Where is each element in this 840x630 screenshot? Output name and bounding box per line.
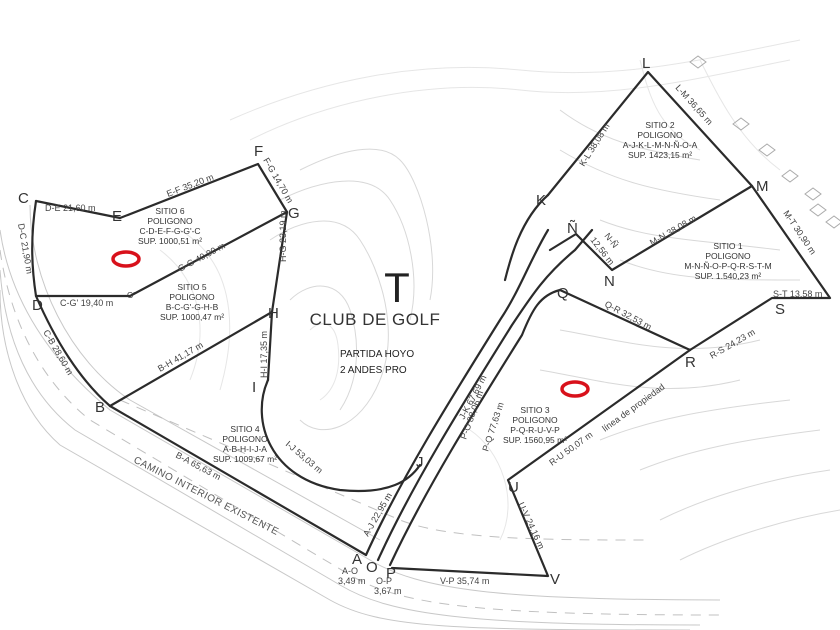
dim-o-p-label: O-P <box>376 576 392 586</box>
svg-text:SUP. 1000,51 m²: SUP. 1000,51 m² <box>138 236 202 246</box>
svg-text:SITIO 4: SITIO 4 <box>230 424 260 434</box>
vertex-r: R <box>685 354 696 371</box>
svg-text:SUP. 1.540,23 m²: SUP. 1.540,23 m² <box>695 271 762 281</box>
vertex-m: M <box>756 178 769 195</box>
svg-text:SITIO 5: SITIO 5 <box>177 282 207 292</box>
dim-o-p-value: 3,67 m <box>374 586 402 596</box>
site-6-label: SITIO 6 POLIGONO C-D-E-F-G-G'-C SUP. 100… <box>138 206 202 246</box>
location-marker-site-3 <box>560 380 590 398</box>
dim-s-t: S-T 13,58 m <box>773 289 822 299</box>
dim-m-t: M-T 30,90 m <box>781 209 818 257</box>
vertex-v: V <box>550 571 560 588</box>
vertex-l: L <box>642 55 650 72</box>
dim-a-o-value: 3,49 m <box>338 576 366 586</box>
svg-text:SITIO 2: SITIO 2 <box>645 120 675 130</box>
site-1-label: SITIO 1 POLIGONO M-N-Ñ-O-P-Q-R-S-T-M SUP… <box>684 241 771 281</box>
svg-text:SITIO 3: SITIO 3 <box>520 405 550 415</box>
dim-k-l: K-L 38,08 m <box>577 121 611 168</box>
svg-text:POLIGONO: POLIGONO <box>637 130 683 140</box>
dim-v-p: V-P 35,74 m <box>440 576 489 586</box>
vertex-i: I <box>252 379 256 396</box>
vertex-k: K <box>536 192 546 209</box>
site-2-label: SITIO 2 POLIGONO A-J-K-L-M-N-Ñ-O-A SUP. … <box>623 120 698 160</box>
vertex-q: Q <box>557 285 569 302</box>
lot-boundaries <box>31 70 832 578</box>
svg-text:C-D-E-F-G-G'-C: C-D-E-F-G-G'-C <box>139 226 200 236</box>
tee-symbol: T <box>384 264 410 311</box>
svg-text:POLIGONO: POLIGONO <box>512 415 558 425</box>
svg-text:B-C-G'-G-H-B: B-C-G'-G-H-B <box>166 302 219 312</box>
dim-c-b: C-B 28,60 m <box>41 328 75 377</box>
site-5-label: SITIO 5 POLIGONO B-C-G'-G-H-B SUP. 1000,… <box>160 282 224 322</box>
vertex-labels: C E F G G' D H I B J A O P K L M Ñ N Q R… <box>18 55 785 588</box>
svg-text:A-J-K-L-M-N-Ñ-O-A: A-J-K-L-M-N-Ñ-O-A <box>623 140 698 150</box>
svg-text:POLIGONO: POLIGONO <box>222 434 268 444</box>
vertex-n-tilde: Ñ <box>567 220 578 237</box>
elevation-markers <box>689 55 840 229</box>
vertex-a: A <box>352 551 362 568</box>
vertex-g-prime: G' <box>127 291 135 300</box>
dim-e-f: E-F 35,20 m <box>165 172 215 199</box>
dim-c-g: C-G' 19,40 m <box>60 298 113 308</box>
vertex-s: S <box>775 301 785 318</box>
dim-h-i: H-I 17,35 m <box>259 331 269 378</box>
vertex-e: E <box>112 208 122 225</box>
site-3-label: SITIO 3 POLIGONO P-Q-R-U-V-P SUP. 1560,9… <box>503 405 567 445</box>
dim-l-m: L-M 36,65 m <box>674 83 715 127</box>
site-4-label: SITIO 4 POLIGONO A-B-H-I-J-A SUP. 1009,6… <box>213 424 277 464</box>
svg-text:P-Q-R-U-V-P: P-Q-R-U-V-P <box>510 425 560 435</box>
svg-text:POLIGONO: POLIGONO <box>705 251 751 261</box>
svg-text:SITIO 1: SITIO 1 <box>713 241 743 251</box>
topographic-contours <box>159 39 840 561</box>
vertex-u: U <box>508 479 519 496</box>
note-line-1: PARTIDA HOYO <box>340 349 414 360</box>
vertex-n: N <box>604 273 615 290</box>
dim-q-r: Q-R 32,53 m <box>603 299 653 332</box>
dim-h-g: H-G 23,19 m <box>278 210 288 262</box>
dim-m-n: M-N 38,08 m <box>648 213 698 248</box>
svg-text:SUP. 1423,15 m²: SUP. 1423,15 m² <box>628 150 692 160</box>
svg-text:SITIO 6: SITIO 6 <box>155 206 185 216</box>
dim-a-o-label: A-O <box>342 566 358 576</box>
club-title: CLUB DE GOLF <box>310 310 441 329</box>
svg-text:SUP. 1560,95 m²: SUP. 1560,95 m² <box>503 435 567 445</box>
svg-text:POLIGONO: POLIGONO <box>147 216 193 226</box>
svg-text:A-B-H-I-J-A: A-B-H-I-J-A <box>223 444 267 454</box>
vertex-h: H <box>268 305 279 322</box>
access-path <box>364 228 594 567</box>
dim-p-q: P-Q 77,63 m <box>480 401 505 453</box>
vertex-b: B <box>95 399 105 416</box>
dim-u-v: U-V 24,16 m <box>516 501 546 551</box>
vertex-c: D <box>32 297 43 314</box>
vertex-d: C <box>18 190 29 207</box>
vertex-f: F <box>254 143 263 160</box>
svg-text:SUP. 1000,47 m²: SUP. 1000,47 m² <box>160 312 224 322</box>
dim-r-s: R-S 24,23 m <box>708 327 757 361</box>
vertex-p: P <box>386 565 396 582</box>
vertex-j: J <box>416 454 424 471</box>
svg-text:SUP. 1009,67 m²: SUP. 1009,67 m² <box>213 454 277 464</box>
dim-d-e: D-E 21,60 m <box>45 203 96 213</box>
dimension-labels: D-E 21,60 m E-F 35,20 m F-G 14,70 m D-C … <box>16 83 822 596</box>
location-marker-site-6 <box>111 250 141 268</box>
note-line-2: 2 ANDES PRO <box>340 365 407 376</box>
svg-text:POLIGONO: POLIGONO <box>169 292 215 302</box>
site-descriptions: SITIO 6 POLIGONO C-D-E-F-G-G'-C SUP. 100… <box>138 120 772 464</box>
vertex-g: G <box>288 205 300 222</box>
vertex-o: O <box>366 559 378 576</box>
svg-text:M-N-Ñ-O-P-Q-R-S-T-M: M-N-Ñ-O-P-Q-R-S-T-M <box>684 261 771 271</box>
